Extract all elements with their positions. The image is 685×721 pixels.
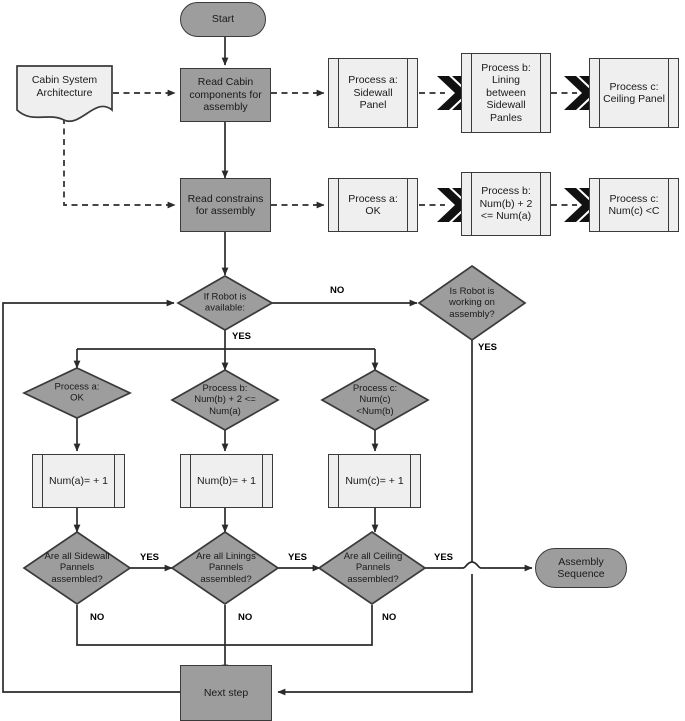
num-b-increment-label: Num(b)= + 1 <box>197 474 256 487</box>
decision-all-ceiling[interactable]: Are all Ceiling Pannels assembled? <box>317 532 429 604</box>
num-a-increment-label: Num(a)= + 1 <box>49 474 108 487</box>
edge-label-yes-linings: YES <box>288 552 308 563</box>
num-b-increment[interactable]: Num(b)= + 1 <box>180 454 273 508</box>
constraint-c-num[interactable]: Process c: Num(c) <C <box>589 178 679 232</box>
constraint-b-num[interactable]: Process b: Num(b) + 2 <= Num(a) <box>461 172 551 236</box>
if-robot-available-shape <box>176 275 274 331</box>
process-c-ceiling-panel[interactable]: Process c: Ceiling Panel <box>589 58 679 128</box>
constraint-a-ok[interactable]: Process a: OK <box>328 178 418 232</box>
read-constrains[interactable]: Read constrains for assembly <box>180 178 271 232</box>
process-b-lining-label: Process b: Lining between Sidewall Panle… <box>481 62 531 124</box>
next-step[interactable]: Next step <box>180 665 272 721</box>
process-b-num-shape <box>170 369 280 431</box>
edge-label-no-sidewall: NO <box>90 612 105 623</box>
constraint-c-num-label: Process c: Num(c) <C <box>608 192 660 217</box>
process-a-sidewall-panel-label: Process a: Sidewall Panel <box>348 74 398 112</box>
cabin-system-architecture[interactable]: Cabin System Architecture <box>17 66 112 124</box>
decision-process-c-num[interactable]: Process c: Num(c) <Num(b) <box>322 370 428 430</box>
all-ceiling-shape <box>317 530 427 606</box>
is-robot-working-label: Is Robot is working on assembly? <box>449 285 495 320</box>
decision-process-b-num[interactable]: Process b: Num(b) + 2 <= Num(a) <box>168 370 282 430</box>
edge-label-no-robot: NO <box>330 285 345 296</box>
edge-label-yes-ceiling: YES <box>434 552 454 563</box>
process-a-sidewall-panel[interactable]: Process a: Sidewall Panel <box>328 58 418 128</box>
decision-all-linings-label: Are all Linings Pannels assembled? <box>196 550 256 585</box>
read-cabin-components[interactable]: Read Cabin components for assembly <box>180 68 271 122</box>
decision-process-a-ok-label: Process a: OK <box>54 381 100 404</box>
decision-all-sidewall[interactable]: Are all Sidewall Pannels assembled? <box>20 532 134 604</box>
decision-all-ceiling-label: Are all Ceiling Pannels assembled? <box>343 550 403 585</box>
process-b-lining[interactable]: Process b: Lining between Sidewall Panle… <box>461 53 551 133</box>
process-c-ceiling-panel-label: Process c: Ceiling Panel <box>603 80 665 105</box>
num-a-increment[interactable]: Num(a)= + 1 <box>32 454 125 508</box>
assembly-sequence-terminator[interactable]: Assembly Sequence <box>535 548 627 588</box>
decision-all-sidewall-label: Are all Sidewall Pannels assembled? <box>44 550 110 585</box>
assembly-sequence-label: Assembly Sequence <box>557 555 605 580</box>
read-cabin-components-label: Read Cabin components for assembly <box>189 76 262 114</box>
constraint-a-ok-label: Process a: OK <box>348 192 398 217</box>
next-step-label: Next step <box>203 686 249 699</box>
num-c-increment[interactable]: Num(c)= + 1 <box>328 454 421 508</box>
read-constrains-label: Read constrains for assembly <box>187 192 264 217</box>
if-robot-available-label: If Robot is available: <box>203 291 247 314</box>
cabin-system-architecture-label: Cabin System Architecture <box>31 74 98 99</box>
process-c-num-shape <box>320 369 430 431</box>
is-robot-working[interactable]: Is Robot is working on assembly? <box>419 266 525 340</box>
num-c-increment-label: Num(c)= + 1 <box>345 474 404 487</box>
edge-label-yes-robot: YES <box>232 331 252 342</box>
cabin-system-architecture-shape <box>16 65 113 123</box>
all-linings-shape <box>170 530 280 606</box>
if-robot-available[interactable]: If Robot is available: <box>178 276 272 330</box>
decision-process-c-num-label: Process c: Num(c) <Num(b) <box>352 382 398 417</box>
decision-all-linings[interactable]: Are all Linings Pannels assembled? <box>170 532 282 604</box>
decision-process-b-num-label: Process b: Num(b) + 2 <= Num(a) <box>194 382 256 417</box>
edge-label-no-ceiling: NO <box>382 612 397 623</box>
start-terminator[interactable]: Start <box>180 2 266 37</box>
all-sidewall-shape <box>22 530 132 606</box>
edge-label-no-linings: NO <box>238 612 253 623</box>
start-label: Start <box>211 13 235 26</box>
decision-process-a-ok[interactable]: Process a: OK <box>24 368 130 418</box>
process-a-ok-shape <box>22 367 132 419</box>
is-robot-working-shape <box>417 264 527 342</box>
constraint-b-num-label: Process b: Num(b) + 2 <= Num(a) <box>479 185 533 223</box>
edge-label-yes-working: YES <box>478 342 498 353</box>
edge-label-yes-sidewall: YES <box>140 552 160 563</box>
